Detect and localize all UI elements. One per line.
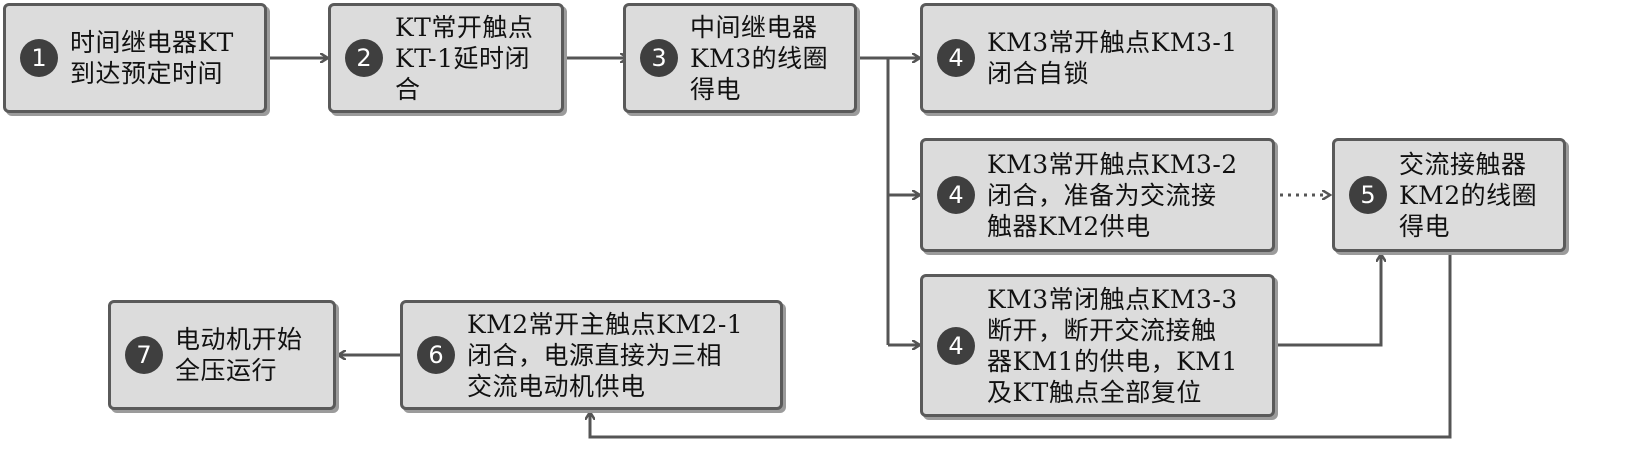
step-text: 中间继电器 KM3的线圈 得电 xyxy=(690,12,829,104)
step-4a-box: 4 KM3常开触点KM3-1 闭合自锁 xyxy=(920,3,1275,113)
step-text: KT常开触点 KT-1延时闭 合 xyxy=(395,12,534,104)
step-text: KM3常开触点KM3-2 闭合，准备为交流接 触器KM2供电 xyxy=(987,149,1238,241)
step-4c-box: 4 KM3常闭触点KM3-3 断开，断开交流接触 器KM1的供电，KM1 及KT… xyxy=(920,274,1275,417)
step-text: KM3常闭触点KM3-3 断开，断开交流接触 器KM1的供电，KM1 及KT触点… xyxy=(987,284,1238,407)
step-1-box: 1 时间继电器KT 到达预定时间 xyxy=(3,3,267,113)
step-number-badge: 4 xyxy=(937,39,975,77)
step-number-badge: 1 xyxy=(20,39,58,77)
step-number-badge: 5 xyxy=(1349,176,1387,214)
step-text: 交流接触器 KM2的线圈 得电 xyxy=(1399,149,1538,241)
step-text: KM2常开主触点KM2-1 闭合，电源直接为三相 交流电动机供电 xyxy=(467,309,744,401)
step-3-box: 3 中间继电器 KM3的线圈 得电 xyxy=(623,3,857,113)
step-4b-box: 4 KM3常开触点KM3-2 闭合，准备为交流接 触器KM2供电 xyxy=(920,138,1275,252)
step-text: KM3常开触点KM3-1 闭合自锁 xyxy=(987,28,1238,88)
step-text: 电动机开始 全压运行 xyxy=(175,325,303,385)
step-number-badge: 2 xyxy=(345,39,383,77)
step-number-badge: 4 xyxy=(937,176,975,214)
step-7-box: 7 电动机开始 全压运行 xyxy=(108,300,336,410)
step-text: 时间继电器KT 到达预定时间 xyxy=(70,28,234,88)
arrow-4c-to-5 xyxy=(1277,254,1381,347)
step-5-box: 5 交流接触器 KM2的线圈 得电 xyxy=(1332,138,1566,252)
arrow-5-to-6 xyxy=(590,255,1452,439)
step-number-badge: 3 xyxy=(640,39,678,77)
step-2-box: 2 KT常开触点 KT-1延时闭 合 xyxy=(328,3,564,113)
step-6-box: 6 KM2常开主触点KM2-1 闭合，电源直接为三相 交流电动机供电 xyxy=(400,300,783,410)
step-number-badge: 4 xyxy=(937,326,975,365)
step-number-badge: 7 xyxy=(125,336,163,374)
step-number-badge: 6 xyxy=(417,336,455,374)
